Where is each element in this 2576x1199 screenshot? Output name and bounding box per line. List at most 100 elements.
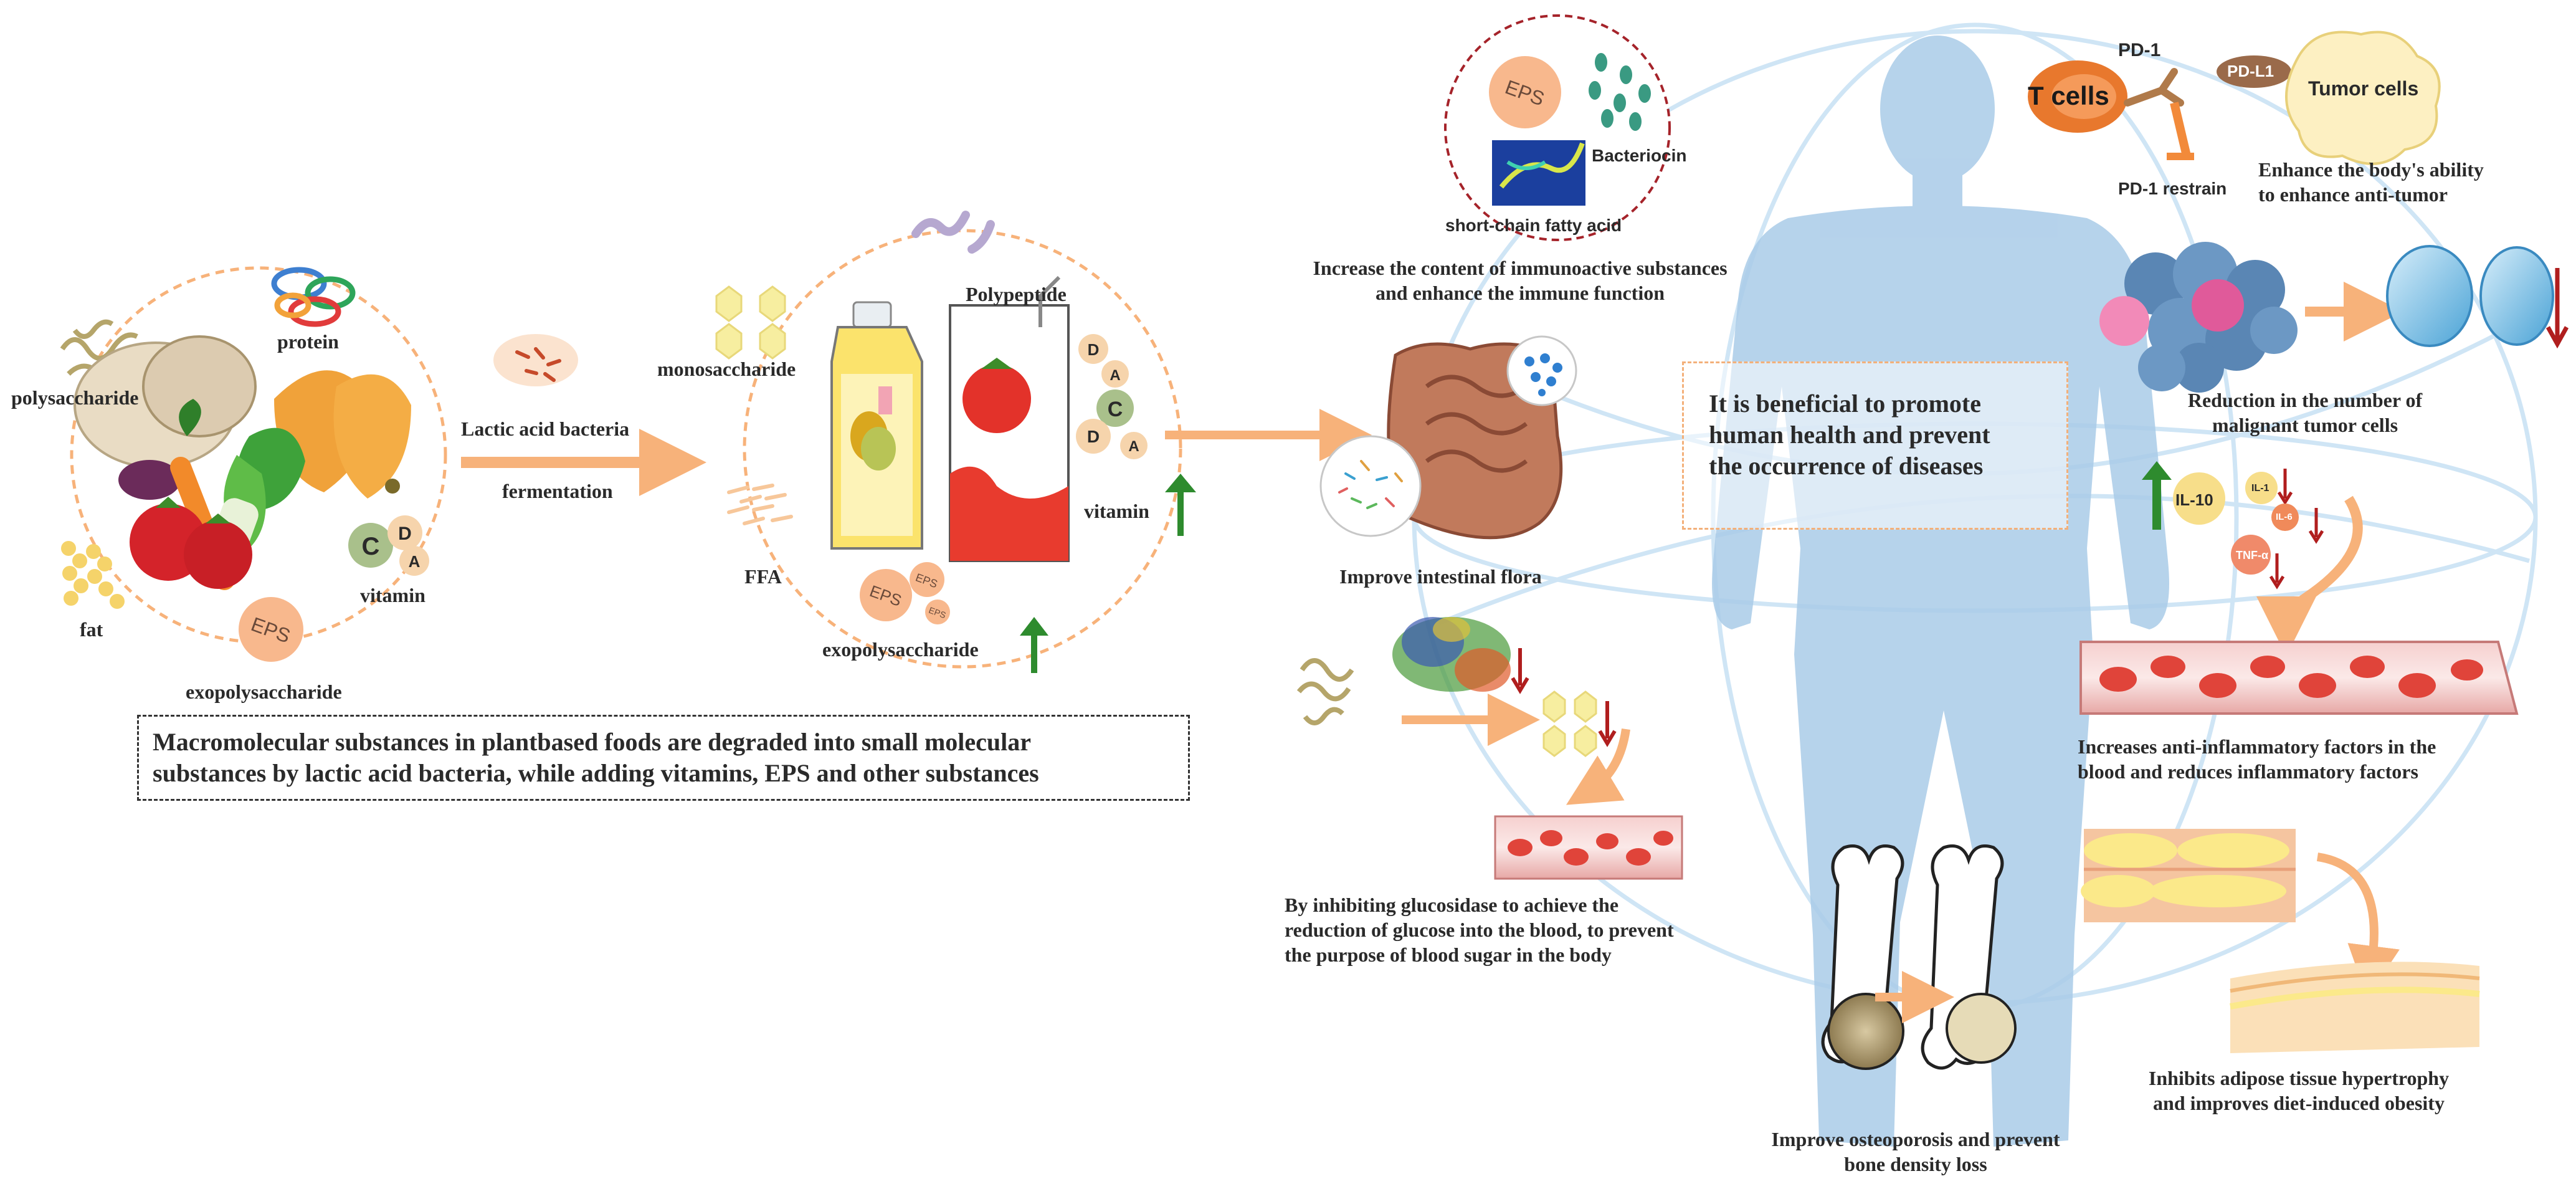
il6-badge-icon (2271, 504, 2299, 531)
tnf-label: TNF-α (2236, 549, 2269, 561)
ffa-label: FFA (744, 565, 782, 588)
tumor-cells-label: Tumor cells (2308, 77, 2419, 100)
inflammation-caption-line-1: Increases anti-inflammatory factors in t… (2078, 735, 2436, 758)
adipose-caption: Inhibits adipose tissue hypertrophy and … (2106, 1066, 2492, 1115)
vitamin-letters-icon (348, 515, 429, 576)
summary-line-2: substances by lactic acid bacteria, whil… (153, 759, 1039, 787)
bones-group (1821, 844, 2017, 1070)
lactic-acid-bacteria-label: Lactic acid bacteria (461, 418, 630, 440)
cytokines-group (2079, 461, 2519, 715)
center-line-2: human health and prevent (1709, 421, 1990, 449)
protein-icon (271, 267, 356, 327)
malignant-down-arrow-icon (2545, 268, 2569, 349)
vitamin-d-letter: D (398, 523, 412, 544)
eps-badge-icon (239, 597, 303, 662)
scfa-molecule-icon (1492, 140, 1585, 206)
immune-caption-line-2: and enhance the immune function (1375, 282, 1665, 304)
vitamin-c-letter: C (362, 533, 380, 560)
hypertrophic-adipose-icon (2081, 829, 2296, 922)
svg-text:A: A (1110, 367, 1120, 384)
pd1-receptor-icon (2124, 68, 2184, 107)
immune-caption: Increase the content of immunoactive sub… (1258, 256, 1782, 305)
vitamin-letters-middle-icon (1076, 334, 1148, 459)
bacteriocin-icon (1589, 53, 1651, 131)
ffa-lines-icon (727, 484, 793, 525)
exopolysaccharide-label-middle: exopolysaccharide (822, 638, 979, 661)
tumor-cluster-icon (2099, 242, 2298, 393)
tumor-immunity-group (2028, 31, 2441, 165)
immune-substances-group: EPS (1444, 14, 1671, 241)
vitamin-up-arrow-icon (1165, 474, 1196, 536)
juice-bottle-icon (830, 301, 923, 550)
gut-caption: Improve intestinal flora (1339, 565, 1542, 588)
tomato-juice-carton-icon (949, 275, 1070, 562)
svg-text:A: A (1128, 438, 1139, 455)
glucose-caption-line-3: the purpose of blood sugar in the body (1285, 943, 1612, 966)
fat-chain-icon (61, 541, 125, 609)
fat-label: fat (80, 618, 103, 641)
glucose-caption-line-1: By inhibiting glucosidase to achieve the (1285, 894, 1619, 916)
tumor-cell-icon (2285, 31, 2441, 165)
scfa-label: short-chain fatty acid (1445, 216, 1622, 235)
to-vessel-arrow-icon (1566, 728, 1630, 805)
immune-caption-line-1: Increase the content of immunoactive sub… (1313, 257, 1728, 279)
pdl1-ligand-icon (2217, 55, 2291, 88)
monosaccharide-hexagons-icon (715, 285, 786, 360)
il10-label: IL-10 (2175, 490, 2213, 509)
center-line-3: the occurrence of diseases (1709, 452, 1984, 480)
svg-text:C: C (1108, 398, 1123, 421)
protein-label: protein (277, 330, 339, 353)
large-blood-vessel-icon (2079, 641, 2519, 715)
pd1-restrain-label: PD-1 restrain (2118, 179, 2227, 198)
malignant-caption-line-2: malignant tumor cells (2212, 414, 2398, 436)
glucose-caption: By inhibiting glucosidase to achieve the… (1285, 892, 1674, 967)
enzyme-down-arrow-icon (1511, 648, 1529, 694)
to-blood-arrow-icon (2256, 495, 2363, 656)
small-blood-vessel-icon (1494, 815, 1683, 880)
glucose-pathway-group (1296, 617, 1683, 880)
raw-materials-group: C D A EPS (60, 266, 447, 662)
il6-label: IL-6 (2276, 512, 2293, 522)
adipose-arrow-icon (2316, 853, 2400, 998)
intestine-icon (1319, 335, 1577, 540)
glucose-strand-icon (1296, 658, 1354, 725)
inflammation-caption: Increases anti-inflammatory factors in t… (2078, 734, 2436, 784)
glucose-down-arrow-icon (1598, 701, 1617, 747)
bone-caption: Improve osteoporosis and prevent bone de… (1719, 1127, 2112, 1177)
tumor-caption-line-1: Enhance the body's ability (2258, 158, 2484, 181)
vitamin-label-middle: vitamin (1084, 500, 1149, 522)
glucosidase-enzyme-icon (1392, 617, 1511, 692)
tnf-badge-icon (2231, 535, 2271, 575)
il1-badge-icon (2245, 472, 2278, 504)
bone-caption-line-2: bone density loss (1844, 1153, 1987, 1175)
vitamin-label-left: vitamin (360, 584, 425, 606)
exopolysaccharide-label-left: exopolysaccharide (186, 681, 342, 703)
glucose-caption-line-2: reduction of glucose into the blood, to … (1285, 919, 1674, 941)
malignant-caption-line-1: Reduction in the number of (2187, 389, 2423, 411)
bacteria-dish-icon (493, 334, 578, 386)
eps-immune-icon (1489, 56, 1561, 128)
tumor-caption-line-2: to enhance anti-tumor (2258, 183, 2448, 206)
glucose-hexagons-icon (1542, 690, 1597, 757)
polypeptide-icon (911, 211, 995, 254)
svg-text:D: D (1087, 427, 1100, 446)
summary-box: Macromolecular substances in plantbased … (137, 715, 1190, 801)
pd1-restrain-block-icon (2170, 102, 2191, 157)
bacteriocin-label: Bacteriocin (1592, 146, 1687, 165)
healthy-cell-icon-2 (2479, 246, 2554, 346)
polypeptide-label: Polypeptide (966, 283, 1067, 305)
il10-badge-icon (2173, 472, 2225, 525)
polysaccharide-label: polysaccharide (11, 386, 139, 409)
fermented-products-group: D A C D A EPS EPS EPS (715, 211, 1196, 673)
vitamin-a-letter: A (409, 552, 421, 571)
bone-caption-line-1: Improve osteoporosis and prevent (1771, 1128, 2060, 1150)
normal-adipose-icon (2230, 962, 2480, 1053)
summary-line-1: Macromolecular substances in plantbased … (153, 728, 1031, 756)
pd1-label: PD-1 (2118, 40, 2161, 60)
t-cells-label: T cells (2028, 81, 2109, 110)
il10-up-arrow-icon (2142, 461, 2172, 530)
malignant-cells-group (2099, 242, 2569, 393)
monosaccharide-label: monosaccharide (657, 358, 796, 380)
svg-text:D: D (1088, 340, 1100, 359)
fermentation-label: fermentation (502, 480, 613, 502)
